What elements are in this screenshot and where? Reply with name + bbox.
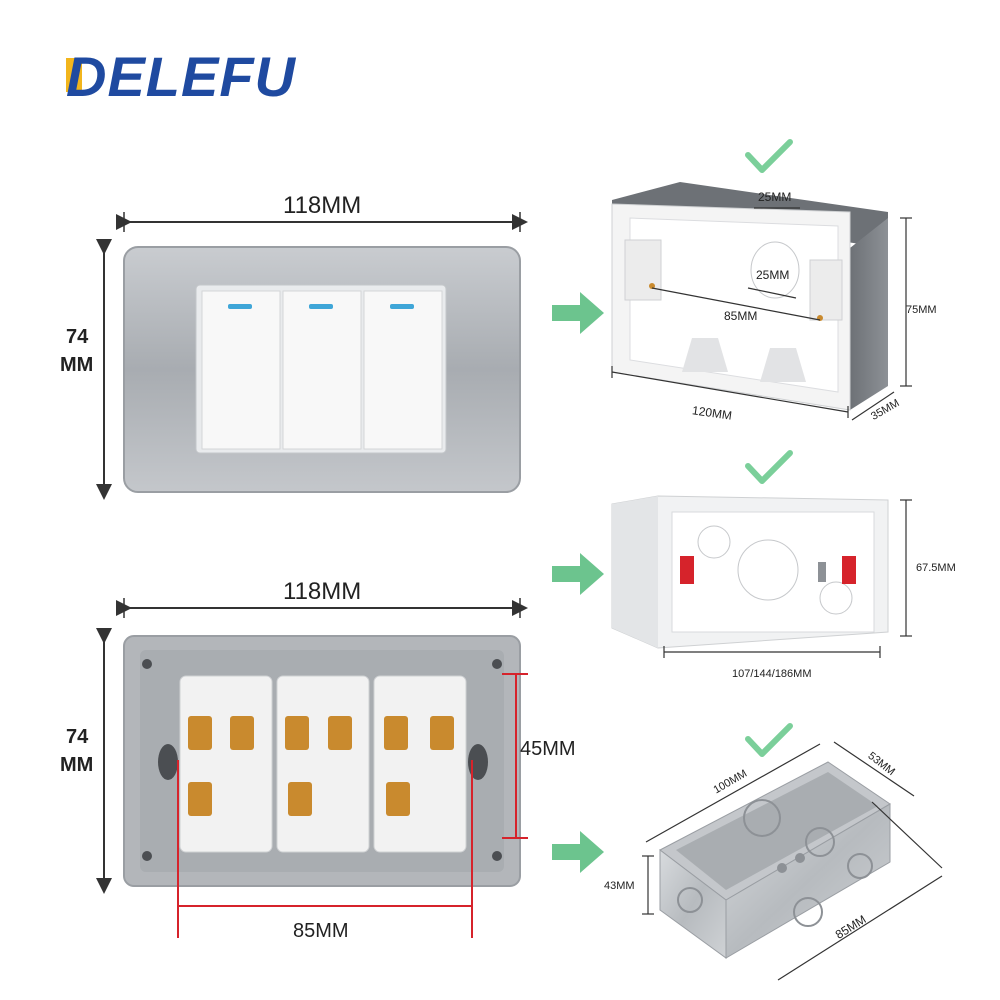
vertical-spacing-label: 45MM — [520, 738, 576, 760]
box2-height-label: 67.5MM — [916, 562, 956, 574]
arrow-right-icon — [552, 292, 604, 334]
arrow-right-icon — [552, 831, 604, 873]
plastic-box-grey — [611, 182, 888, 411]
check-icon — [745, 723, 793, 757]
back-height-label-unit: MM — [60, 754, 94, 776]
switch-rocker-2[interactable] — [282, 290, 362, 450]
front-switch-plate — [123, 246, 521, 493]
front-height-label-value: 74 — [66, 326, 89, 348]
arrow-right-icon — [552, 553, 604, 595]
box3-height-label: 43MM — [604, 880, 635, 892]
back-switch-body — [123, 635, 521, 887]
switch-module-3 — [373, 675, 467, 853]
back-height-label-value: 74 — [66, 726, 89, 748]
box2-length-label: 107/144/186MM — [732, 668, 812, 680]
switch-module-2 — [276, 675, 370, 853]
box1-inner-slot-label: 25MM — [756, 268, 790, 282]
box1-screw-spacing-label: 85MM — [724, 309, 758, 323]
vertical-spacing-dimension — [502, 673, 528, 839]
box1-height-label: 75MM — [906, 304, 937, 316]
back-width-label: 118MM — [283, 578, 362, 605]
switch-rocker-1[interactable] — [201, 290, 281, 450]
brand-logo: DELEFU — [66, 45, 296, 108]
hole-spacing-label: 85MM — [293, 920, 349, 942]
hole-spacing-dimension — [177, 760, 473, 938]
front-width-label: 118MM — [283, 192, 362, 219]
brand-accent — [66, 58, 82, 92]
switch-rocker-3[interactable] — [363, 290, 443, 450]
check-icon — [745, 139, 793, 173]
switch-module-1 — [179, 675, 273, 853]
front-height-label-unit: MM — [60, 354, 94, 376]
box1-top-slot-label: 25MM — [758, 190, 792, 204]
check-icon — [745, 450, 793, 484]
metal-box — [659, 761, 891, 959]
plastic-box-white — [611, 495, 889, 649]
